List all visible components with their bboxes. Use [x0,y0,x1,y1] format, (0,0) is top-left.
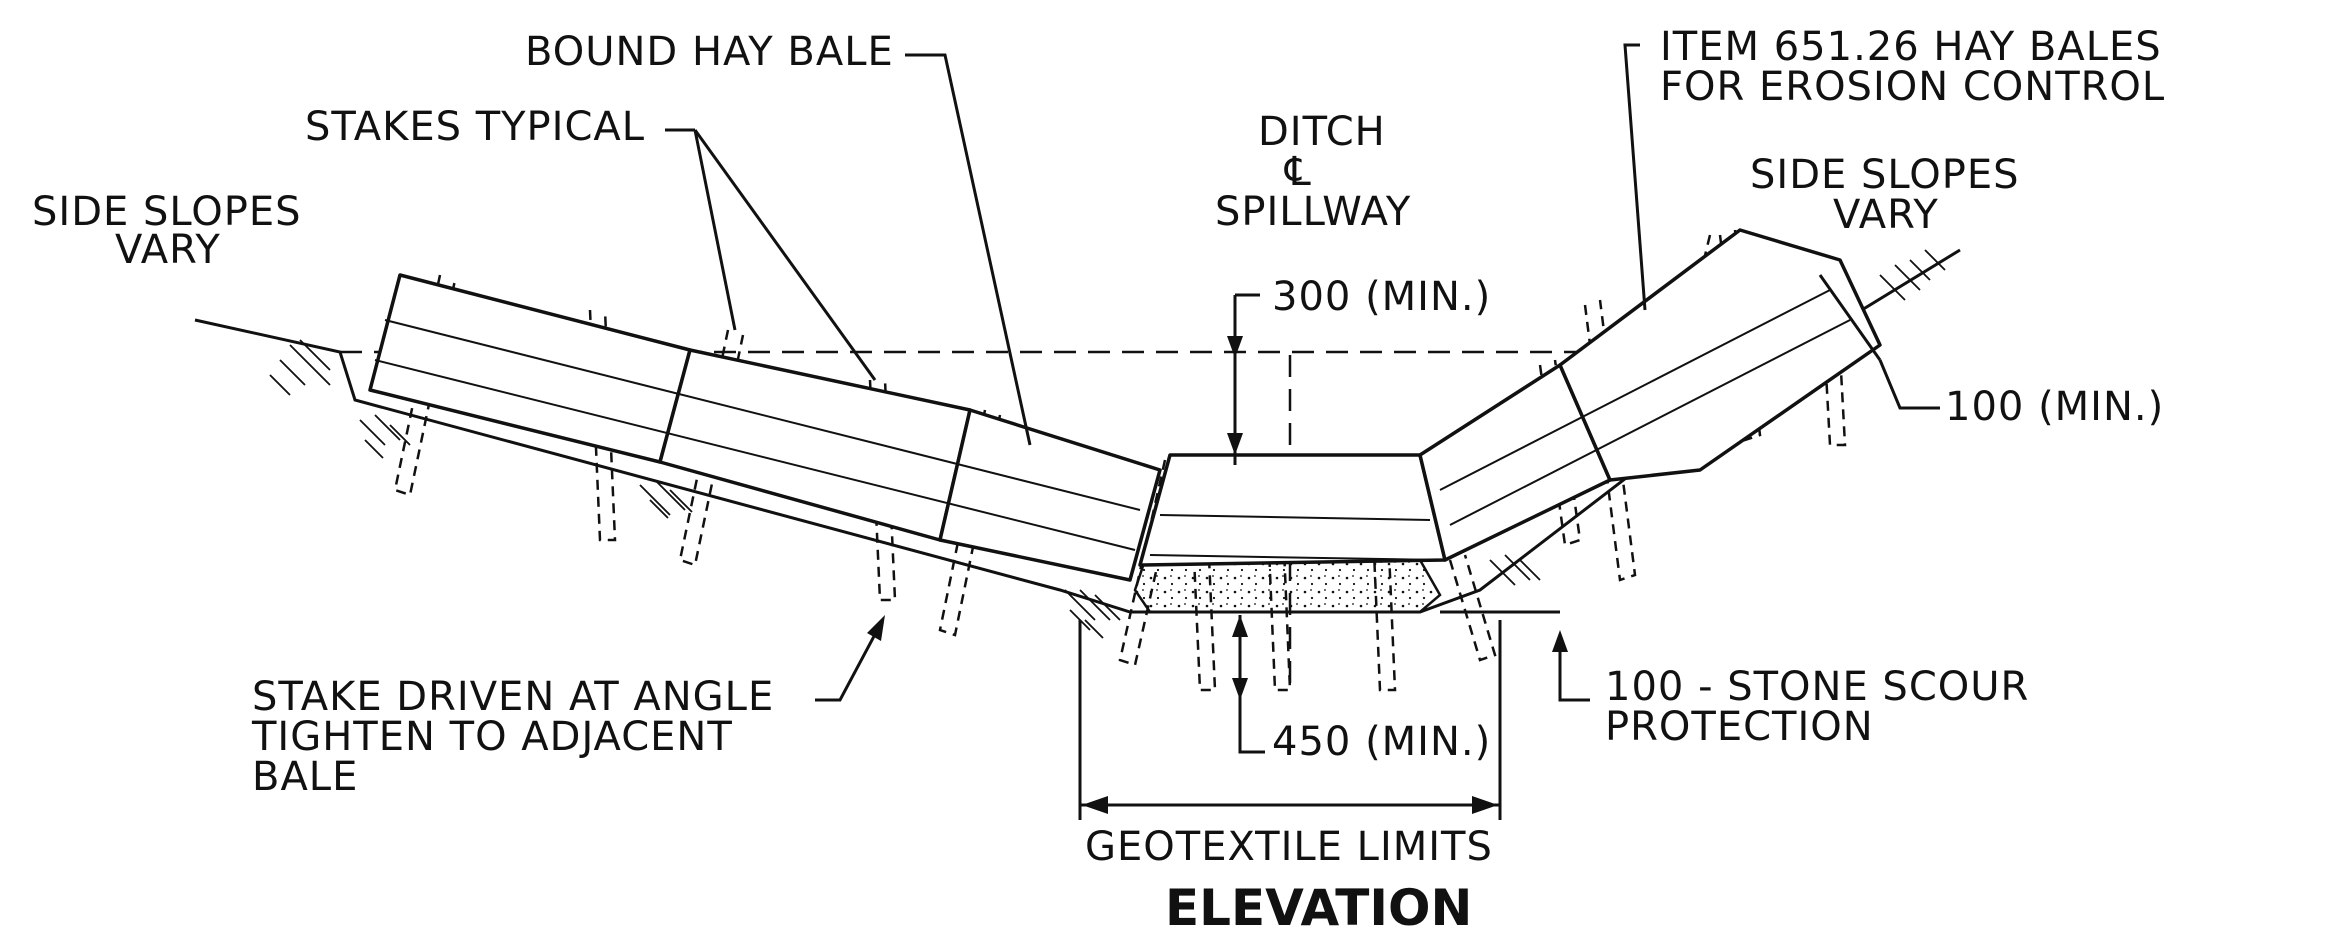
label-stake-driven: STAKE DRIVEN AT ANGLE [252,674,774,720]
label-stakes-typical: STAKES TYPICAL [305,104,645,150]
label-spillway: SPILLWAY [1215,189,1411,235]
label-ditch-centerline-symbol: ℄ [1284,149,1312,195]
hay-bale-6 [1558,228,1882,482]
dim-100 [1818,274,1940,410]
stone-scour-leader [1440,610,1590,702]
hay-bales [368,228,1882,582]
label-bale: BALE [252,754,358,800]
hay-bale-3 [938,408,1162,582]
label-ditch: DITCH [1258,109,1386,155]
hay-bale-4 [1138,453,1447,567]
label-side-slopes-right: SIDE SLOPES [1750,152,2020,198]
label-side-slopes-right-vary: VARY [1833,192,1939,238]
label-dim-100: 100 (MIN.) [1945,384,2164,430]
drawing-title: ELEVATION [1165,879,1472,937]
label-protection: PROTECTION [1605,704,1874,750]
label-stone-scour: 100 - STONE SCOUR [1605,664,2029,710]
label-geotextile-limits: GEOTEXTILE LIMITS [1085,824,1493,870]
leaders [665,43,1647,702]
label-dim-450: 450 (MIN.) [1272,719,1491,765]
label-side-slopes-left-vary: VARY [115,227,221,273]
label-dim-300: 300 (MIN.) [1272,274,1491,320]
label-bound-hay-bale: BOUND HAY BALE [525,29,894,75]
hay-bale-1 [368,273,692,464]
dim-geotextile [1078,620,1502,820]
dim-450 [1232,615,1265,754]
soil-hatching [269,249,1946,639]
label-item-651: ITEM 651.26 HAY BALES [1660,24,2162,70]
stone-scour-layer [1133,558,1442,614]
label-side-slopes-left: SIDE SLOPES [32,189,302,235]
dim-300 [1227,293,1260,465]
label-erosion-control: FOR EROSION CONTROL [1660,64,2165,110]
hay-bale-2 [658,348,972,542]
labels: BOUND HAY BALE STAKES TYPICAL SIDE SLOPE… [32,24,2165,937]
label-tighten: TIGHTEN TO ADJACENT [251,714,733,760]
